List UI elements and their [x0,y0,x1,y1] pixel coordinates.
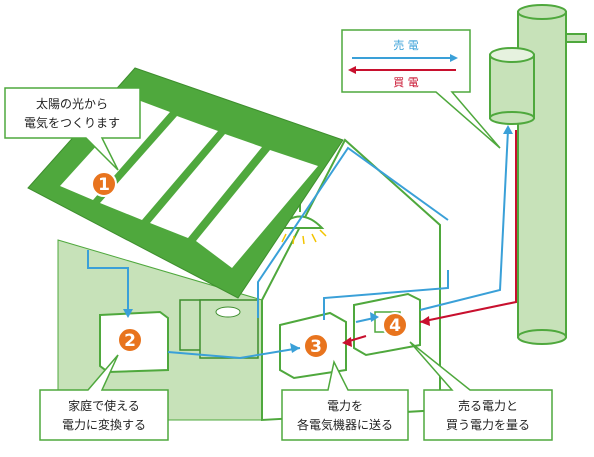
callout-inverter-line1: 家庭で使える [68,398,140,413]
callout-solar: 太陽の光から 電気をつくります [4,87,141,171]
marker-3: 3 [303,333,329,359]
marker-2: 2 [117,327,143,353]
callout-meter-line1: 売る電力と [458,398,518,413]
callout-inverter: 家庭で使える 電力に変換する [39,354,169,441]
svg-text:3: 3 [310,337,322,357]
svg-text:1: 1 [98,175,110,195]
legend-box: 売 電 買 電 [341,29,501,149]
callout-distribution: 電力を 各電気機器に送る [281,359,409,441]
marker-1: 1 [91,171,117,197]
callout-meter-line2: 買う電力を量る [446,418,530,432]
sell-flow-lines [87,129,509,360]
indoor-unit [179,299,259,359]
marker-4: 4 [382,312,408,338]
callout-solar-line1: 太陽の光から [36,96,108,111]
legend-buy-label: 買 電 [393,76,419,89]
legend-sell-label: 売 電 [393,39,419,52]
callout-distribution-line1: 電力を [327,399,363,413]
svg-text:2: 2 [124,331,136,351]
callout-distribution-line2: 各電気機器に送る [297,417,393,432]
callout-solar-line2: 電気をつくります [24,115,120,130]
callout-inverter-line2: 電力に変換する [62,417,146,432]
svg-text:4: 4 [389,316,401,336]
callout-meter: 売る電力と 買う電力を量る [409,341,553,441]
pole-transformer [489,47,535,125]
